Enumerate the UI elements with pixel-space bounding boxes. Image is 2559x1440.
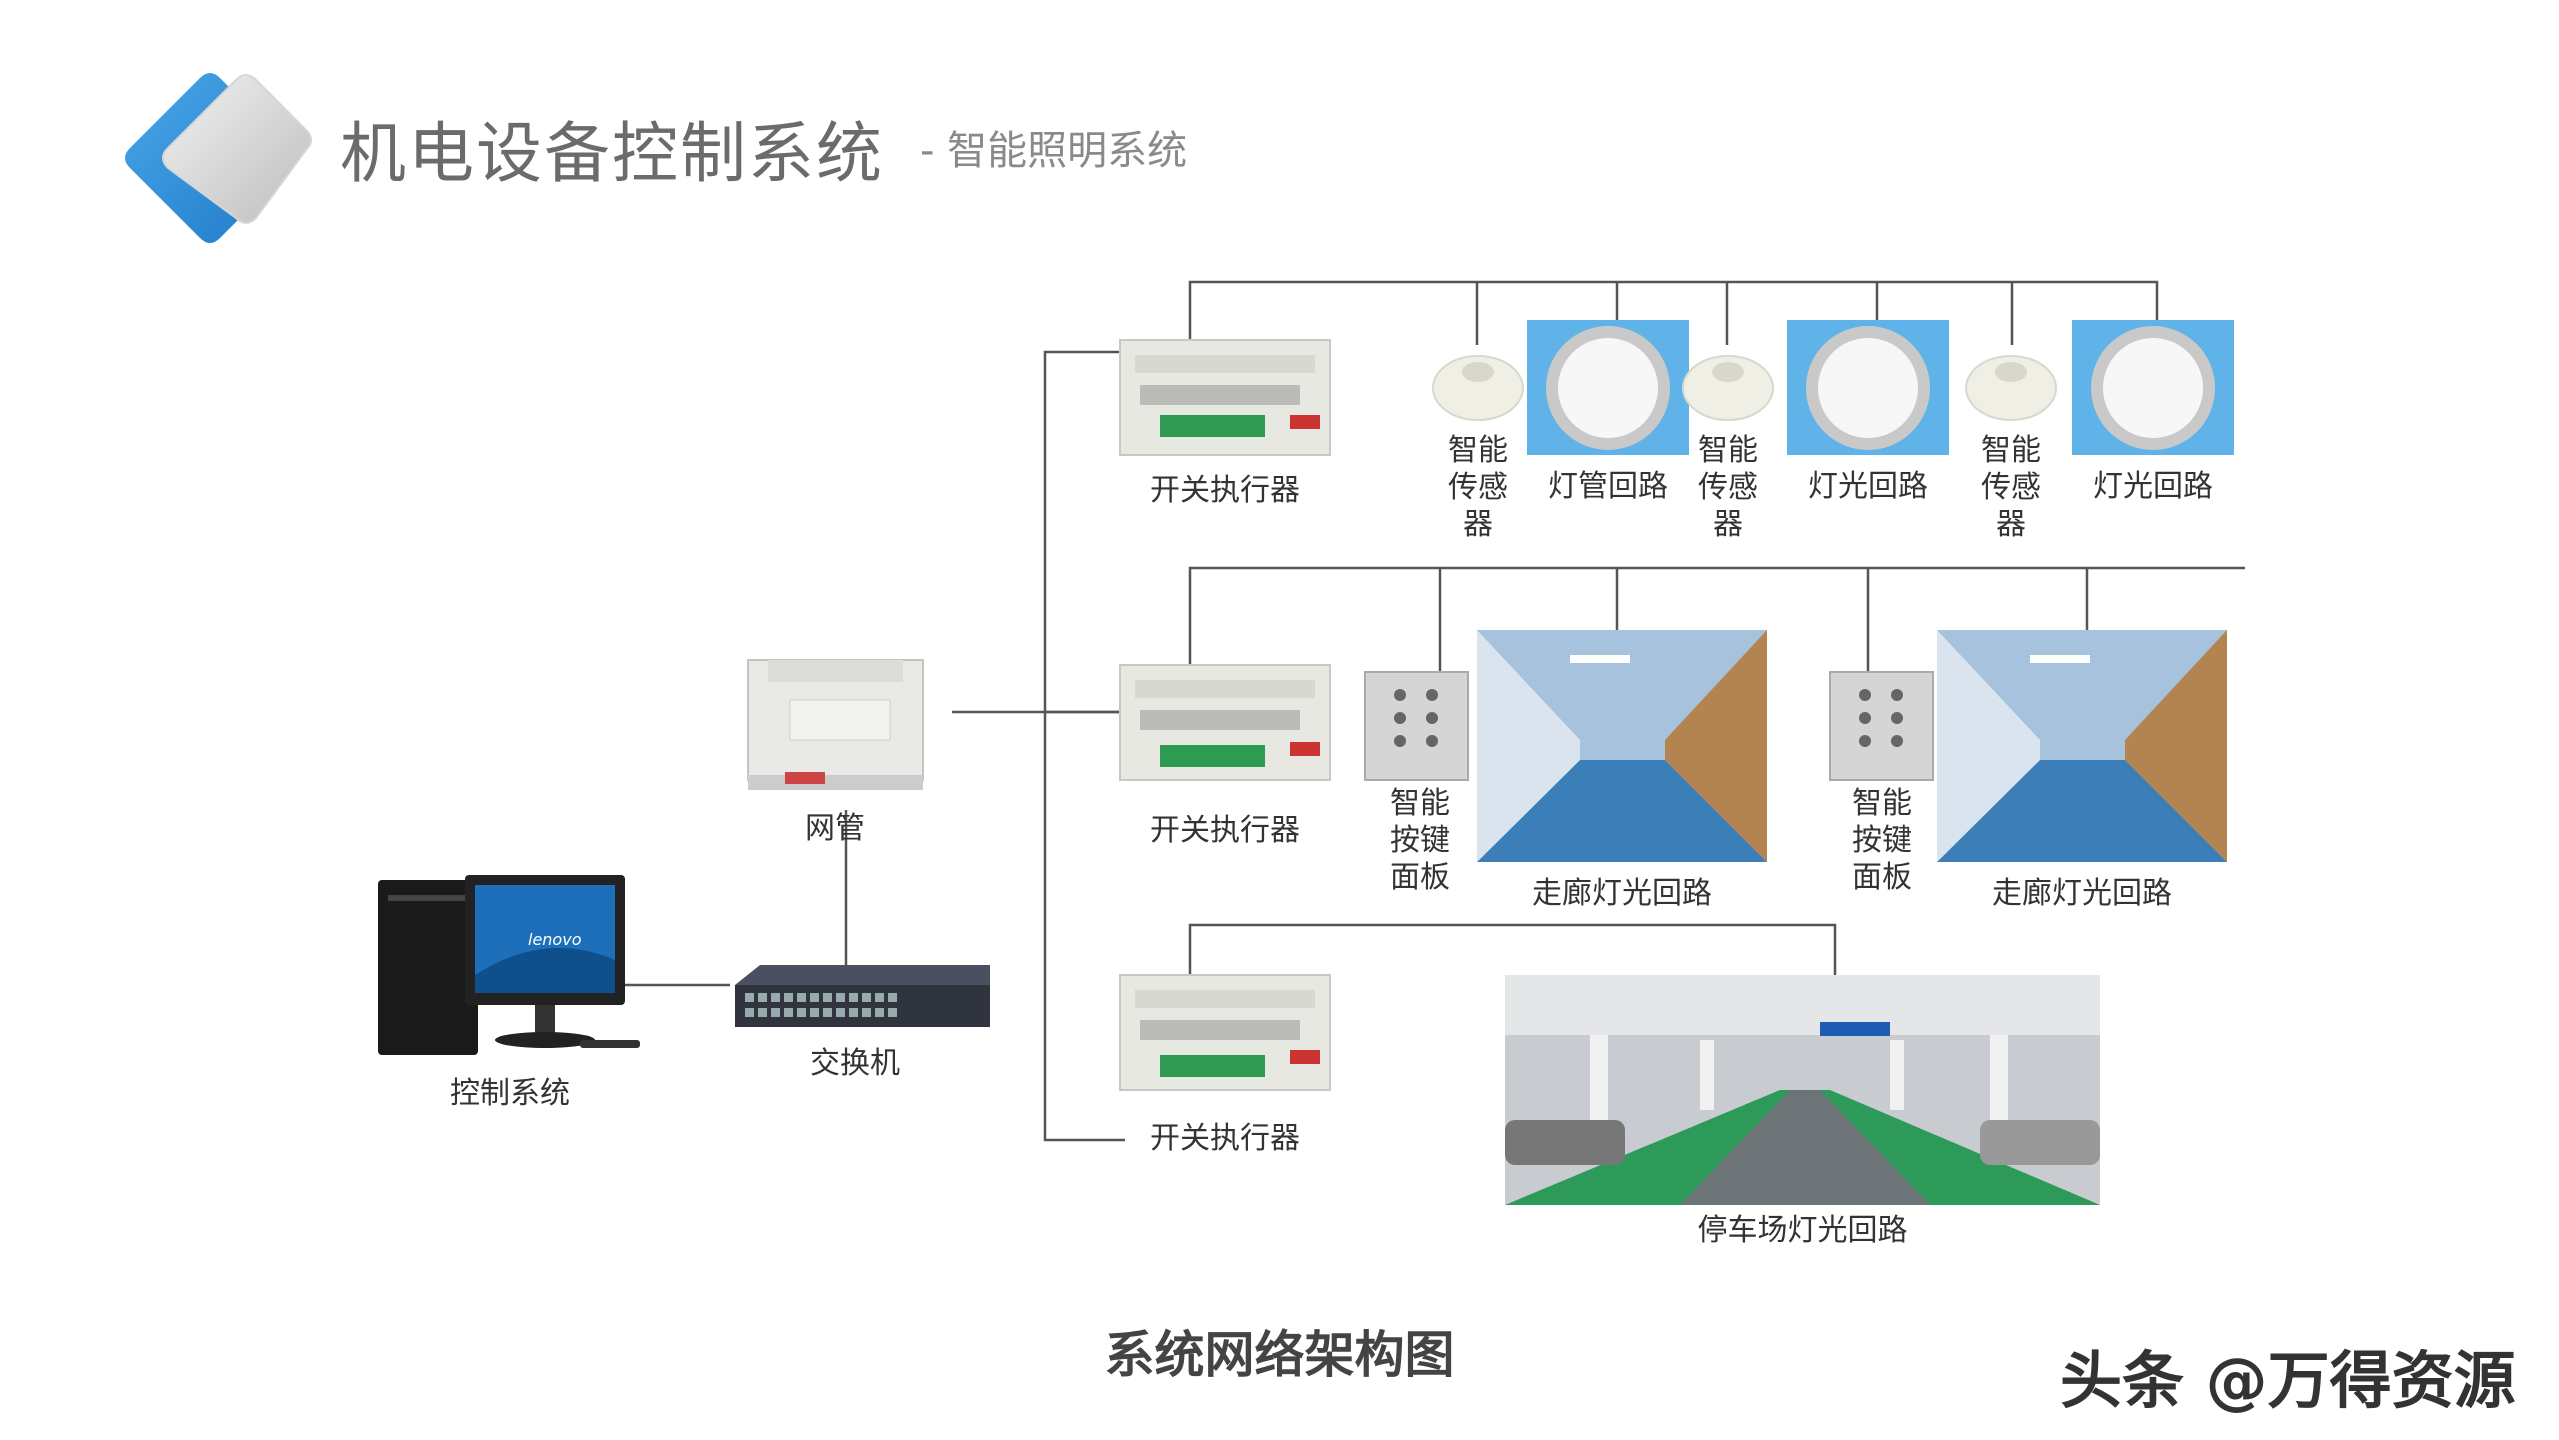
label-lamp-2: 灯光回路 (1808, 469, 1928, 504)
label-sensor-2: 智能传感器 (1698, 433, 1758, 542)
label-sensor-1: 智能传感器 (1448, 433, 1508, 542)
label-parking: 停车场灯光回路 (1697, 1213, 1908, 1248)
page-title: 机电设备控制系统 (340, 115, 884, 192)
label-actuator-1: 开关执行器 (1150, 473, 1300, 508)
label-switch: 交换机 (810, 1046, 900, 1081)
label-gateway: 网管 (805, 811, 865, 846)
label-panel-1: 智能按键面板 (1390, 786, 1450, 895)
label-lamp-3: 灯光回路 (2093, 469, 2213, 504)
label-control-system: 控制系统 (450, 1076, 570, 1111)
label-lamp-1: 灯管回路 (1548, 469, 1668, 504)
watermark: 头条 @万得资源 (2060, 1344, 2516, 1417)
label-sensor-3: 智能传感器 (1981, 433, 2041, 542)
monitor-brand: lenovo (528, 930, 582, 949)
page-subtitle: - 智能照明系统 (920, 128, 1188, 174)
label-corridor-2: 走廊灯光回路 (1992, 876, 2172, 911)
diagram-caption: 系统网络架构图 (1104, 1326, 1455, 1384)
label-panel-2: 智能按键面板 (1852, 786, 1912, 895)
label-corridor-1: 走廊灯光回路 (1532, 876, 1712, 911)
label-actuator-2: 开关执行器 (1150, 813, 1300, 848)
label-actuator-3: 开关执行器 (1150, 1121, 1300, 1156)
